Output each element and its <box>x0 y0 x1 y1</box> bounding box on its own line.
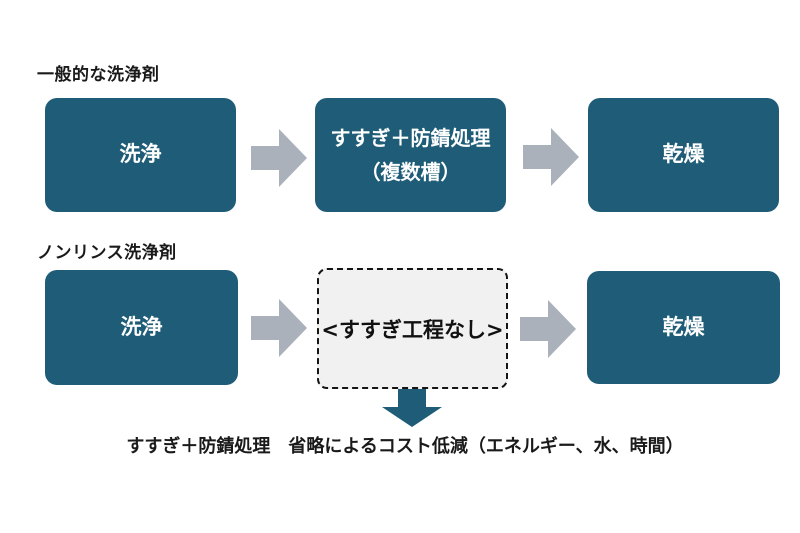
row1-step-washing-label: 洗浄 <box>119 142 162 167</box>
row2-step-no-rinse-label: <すすぎ工程なし> <box>321 317 504 342</box>
row1-step-rinse-rustproof-line1: すすぎ＋防錆処理 <box>330 126 491 150</box>
row2-step-no-rinse-box: <すすぎ工程なし> <box>317 268 508 389</box>
right-arrow-icon <box>523 128 579 186</box>
row1-step-rinse-rustproof-line2: （複数槽） <box>360 160 461 184</box>
row1-step-washing-box: 洗浄 <box>45 98 236 212</box>
row2-step-drying-box: 乾燥 <box>587 271 780 384</box>
cost-reduction-caption: すすぎ＋防錆処理 省略によるコスト低減（エネルギー、水、時間） <box>126 436 684 457</box>
right-arrow-icon <box>251 299 307 357</box>
row1-label: 一般的な洗浄剤 <box>37 65 160 85</box>
row1-step-drying-label: 乾燥 <box>662 142 705 167</box>
row1-step-rinse-rustproof-box: すすぎ＋防錆処理 （複数槽） <box>315 98 506 212</box>
row2-step-washing-box: 洗浄 <box>45 270 238 385</box>
right-arrow-icon <box>251 129 307 187</box>
row2-step-drying-label: 乾燥 <box>662 314 705 339</box>
down-arrow-icon <box>382 389 442 427</box>
right-arrow-icon <box>520 300 576 358</box>
row1-step-drying-box: 乾燥 <box>588 98 779 212</box>
row2-label: ノンリンス洗浄剤 <box>37 243 177 263</box>
row2-step-washing-label: 洗浄 <box>120 314 163 339</box>
